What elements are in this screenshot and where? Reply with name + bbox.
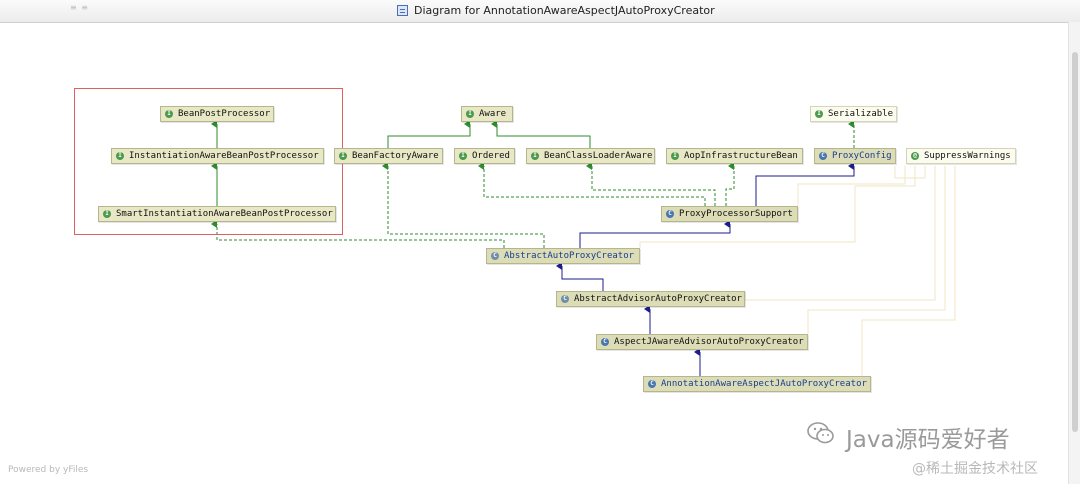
- node-label: BeanFactoryAware: [352, 151, 439, 161]
- node-label: BeanClassLoaderAware: [544, 151, 653, 161]
- node-aop-infrastructure-bean[interactable]: I AopInfrastructureBean: [666, 148, 803, 164]
- node-label: ProxyProcessorSupport: [679, 209, 793, 219]
- node-label: AbstractAutoProxyCreator: [504, 251, 635, 261]
- class-icon: C: [491, 252, 499, 260]
- edge-aapc-to-pps: [579, 220, 731, 248]
- interface-icon: I: [103, 210, 111, 218]
- interface-icon: I: [466, 110, 474, 118]
- node-proxy-processor-support[interactable]: C ProxyProcessorSupport: [661, 206, 798, 222]
- class-icon: C: [561, 295, 569, 303]
- edge-pps-to-proxyconfig: [755, 162, 855, 206]
- node-smart-instantiation-aware-bpp[interactable]: I SmartInstantiationAwareBeanPostProcess…: [98, 206, 336, 222]
- node-label: AopInfrastructureBean: [684, 151, 798, 161]
- node-label: Aware: [479, 109, 507, 119]
- node-aspectj-aware-advisor-auto-proxy-creator[interactable]: C AspectJAwareAdvisorAutoProxyCreator: [596, 334, 808, 350]
- node-label: BeanPostProcessor: [178, 109, 271, 119]
- interface-icon: I: [531, 152, 539, 160]
- node-label: ProxyConfig: [832, 151, 892, 161]
- interface-icon: I: [165, 110, 173, 118]
- edge-aaapc-to-aapc: [556, 262, 604, 291]
- node-label: AspectJAwareAdvisorAutoProxyCreator: [614, 337, 804, 347]
- diagram-icon: [397, 5, 408, 16]
- node-label: AnnotationAwareAspectJAutoProxyCreator: [661, 379, 867, 389]
- powered-by-label: Powered by yFiles: [8, 465, 89, 475]
- node-label: InstantiationAwareBeanPostProcessor: [129, 151, 319, 161]
- node-suppress-warnings[interactable]: @ SuppressWarnings: [906, 148, 1016, 164]
- node-serializable[interactable]: I Serializable: [810, 106, 897, 122]
- toolbar-marks: ≡ ≡: [70, 3, 89, 12]
- interface-icon: I: [671, 152, 679, 160]
- interface-icon: I: [459, 152, 467, 160]
- watermark-title: Java源码爱好者: [846, 427, 1010, 453]
- edge-beanfactoryaware-to-aware: [387, 120, 471, 148]
- class-icon: C: [601, 338, 609, 346]
- edge-pps-to-aopinfrastructurebean: [725, 162, 735, 206]
- node-bean-class-loader-aware[interactable]: I BeanClassLoaderAware: [526, 148, 655, 164]
- scrollbar-thumb[interactable]: [1072, 52, 1078, 432]
- node-label: Ordered: [472, 151, 510, 161]
- node-annotation-aware-aspectj-auto-proxy-creator[interactable]: C AnnotationAwareAspectJAutoProxyCreator: [643, 376, 871, 392]
- window-title: Diagram for AnnotationAwareAspectJAutoPr…: [414, 4, 715, 17]
- edge-beanclassloaderaware-to-aware: [491, 120, 591, 148]
- suppress-link-6: [894, 166, 926, 179]
- annotation-icon: @: [911, 152, 919, 160]
- edge-pps-to-beanclassloaderaware: [586, 162, 716, 206]
- class-icon: C: [666, 210, 674, 218]
- suppress-link-1: [861, 166, 956, 376]
- node-abstract-advisor-auto-proxy-creator[interactable]: C AbstractAdvisorAutoProxyCreator: [556, 291, 745, 307]
- suppress-link-2: [807, 166, 946, 334]
- node-ordered[interactable]: I Ordered: [454, 148, 515, 164]
- edge-pps-to-ordered: [478, 162, 706, 206]
- node-aware[interactable]: I Aware: [461, 106, 513, 122]
- edge-aapc-to-beanfactoryaware: [382, 162, 545, 248]
- class-icon: C: [819, 152, 827, 160]
- interface-icon: I: [815, 110, 823, 118]
- suppress-link-3: [744, 166, 936, 301]
- edge-aapc-to-smart: [211, 220, 505, 248]
- node-label: SuppressWarnings: [924, 151, 1011, 161]
- suppress-link-4: [639, 166, 916, 248]
- interface-icon: I: [339, 152, 347, 160]
- wechat-icon: [807, 422, 834, 444]
- node-proxy-config[interactable]: C ProxyConfig: [814, 148, 896, 164]
- node-bean-factory-aware[interactable]: I BeanFactoryAware: [334, 148, 443, 164]
- watermark-subtitle: @稀土掘金技术社区: [912, 461, 1038, 477]
- window-titlebar: ≡ ≡ Diagram for AnnotationAwareAspectJAu…: [0, 0, 1080, 23]
- node-abstract-auto-proxy-creator[interactable]: C AbstractAutoProxyCreator: [486, 248, 640, 264]
- suppress-link-5: [797, 166, 906, 206]
- vertical-scrollbar[interactable]: [1068, 22, 1080, 484]
- node-instantiation-aware-bpp[interactable]: I InstantiationAwareBeanPostProcessor: [111, 148, 324, 164]
- class-icon: C: [648, 380, 656, 388]
- node-label: SmartInstantiationAwareBeanPostProcessor: [116, 209, 333, 219]
- node-bean-post-processor[interactable]: I BeanPostProcessor: [160, 106, 274, 122]
- node-label: Serializable: [828, 109, 894, 119]
- interface-icon: I: [116, 152, 124, 160]
- node-label: AbstractAdvisorAutoProxyCreator: [574, 294, 742, 304]
